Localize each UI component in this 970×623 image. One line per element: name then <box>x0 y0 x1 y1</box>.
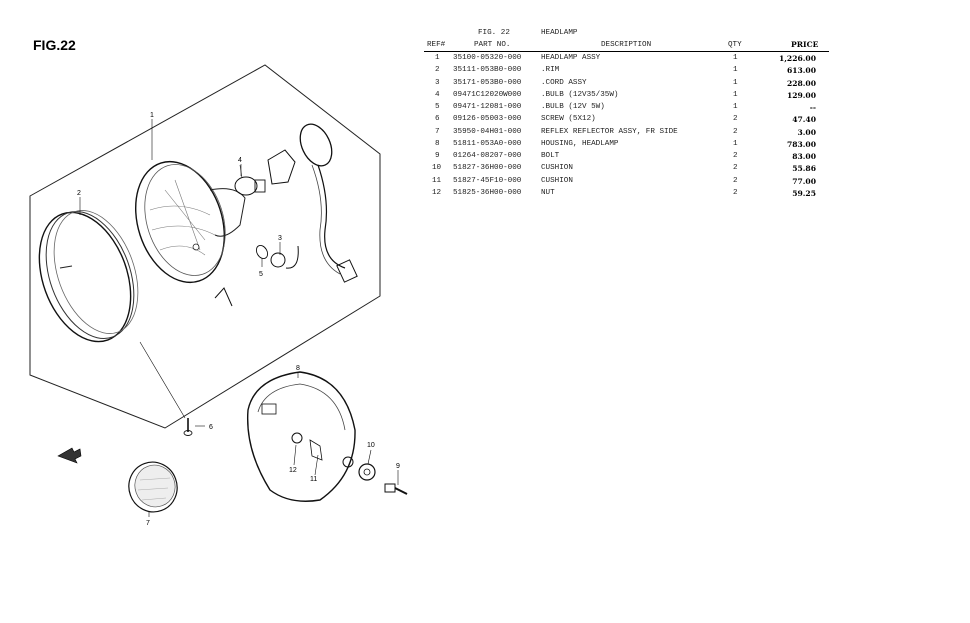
cell-qty: 1 <box>733 78 738 87</box>
cell-qty: 1 <box>733 90 738 99</box>
callout-9: 9 <box>396 463 400 470</box>
cell-part-no: 01264-08207-000 <box>453 152 522 160</box>
cell-part-no: 35111-053B0-000 <box>453 66 522 75</box>
cell-qty: 2 <box>733 188 738 197</box>
spring-clip <box>214 287 233 307</box>
callout-7: 7 <box>146 520 150 527</box>
cell-ref: 10 <box>432 164 442 173</box>
cell-price: 83.00 <box>792 152 816 161</box>
cell-qty: 1 <box>733 103 738 111</box>
housing-part <box>246 371 356 502</box>
cell-part-no: 51811-053A0-000 <box>453 139 522 148</box>
cell-ref: 9 <box>435 152 440 160</box>
reflex-reflector-part <box>128 461 178 513</box>
table-fig-name: HEADLAMP <box>541 29 578 37</box>
assembly-outline <box>29 64 381 429</box>
headlamp-lens-unit <box>134 160 246 284</box>
cell-ref: 4 <box>435 90 440 99</box>
cell-ref: 2 <box>435 66 440 75</box>
rim-part <box>38 210 139 343</box>
cell-ref: 3 <box>435 78 440 87</box>
cell-price: 613.00 <box>786 66 816 76</box>
callout-1: 1 <box>150 112 154 119</box>
small-bulb-part <box>255 244 269 260</box>
cord-assy-part <box>267 123 358 283</box>
col-header-part-no: PART NO. <box>474 41 511 49</box>
cell-description: .BULB (12V 5W) <box>541 103 605 111</box>
col-header-description: DESCRIPTION <box>601 41 652 49</box>
cell-ref: 6 <box>435 115 440 124</box>
callout-6: 6 <box>209 424 213 431</box>
cell-price: -- <box>809 103 816 112</box>
cell-ref: 7 <box>435 127 440 136</box>
callout-4: 4 <box>238 157 242 164</box>
cell-ref: 8 <box>435 139 440 148</box>
col-header-qty: QTY <box>728 41 742 49</box>
cell-price: 783.00 <box>786 139 816 149</box>
figure-title: FIG.22 <box>33 37 76 53</box>
cell-description: HEADLAMP ASSY <box>541 54 601 62</box>
cell-description: .RIM <box>541 66 560 75</box>
cushion-part <box>358 463 376 481</box>
cell-part-no: 51825-36H00-000 <box>453 188 522 197</box>
bulb-part <box>234 164 266 196</box>
cell-qty: 1 <box>733 66 738 75</box>
cell-description: CUSHION <box>541 164 573 173</box>
cell-price: 228.00 <box>786 78 816 88</box>
cell-part-no: 51827-36H00-000 <box>453 164 522 173</box>
screw-part <box>183 418 193 436</box>
cell-ref: 12 <box>432 188 442 197</box>
cell-price: 3.00 <box>797 127 817 137</box>
cell-qty: 1 <box>733 54 738 62</box>
cell-ref: 1 <box>435 54 440 62</box>
cell-qty: 2 <box>733 152 738 160</box>
callout-11: 11 <box>310 476 317 483</box>
callout-12: 12 <box>289 467 297 474</box>
cell-price: 77.00 <box>792 176 816 186</box>
cell-part-no: 35171-053B0-000 <box>453 78 522 87</box>
callout-8: 8 <box>296 365 300 372</box>
cell-price: 129.00 <box>786 90 816 100</box>
col-header-ref: REF# <box>427 41 446 49</box>
cell-ref: 11 <box>432 176 442 185</box>
callout-3: 3 <box>278 235 282 242</box>
cell-description: NUT <box>541 188 555 197</box>
cell-description: SCREW (5X12) <box>541 115 596 124</box>
callout-5: 5 <box>259 271 263 278</box>
cell-qty: 2 <box>733 127 738 136</box>
cell-part-no: 35950-04H01-000 <box>453 127 522 136</box>
cell-description: HOUSING, HEADLAMP <box>541 139 619 148</box>
cell-ref: 5 <box>435 103 440 111</box>
bolt-part <box>384 483 408 495</box>
cell-price: 55.86 <box>792 164 816 174</box>
header-divider <box>424 51 829 52</box>
callout-2: 2 <box>77 190 81 197</box>
col-header-price: PRICE <box>791 40 819 49</box>
cell-description: .CORD ASSY <box>541 78 587 87</box>
cell-part-no: 51827-45F10-000 <box>453 176 522 185</box>
leader-lines <box>79 119 399 517</box>
cell-part-no: 09126-05003-000 <box>453 115 522 124</box>
cell-description: .BULB (12V35/35W) <box>541 90 619 99</box>
callout-10: 10 <box>367 442 375 449</box>
cell-part-no: 09471C12020W000 <box>453 90 522 99</box>
cell-price: 1,226.00 <box>779 54 816 63</box>
table-fig-label: FIG. 22 <box>478 29 510 37</box>
cell-description: BOLT <box>541 152 560 160</box>
cell-description: CUSHION <box>541 176 573 185</box>
front-arrow-icon <box>57 447 82 464</box>
cell-qty: 1 <box>733 139 738 148</box>
cell-part-no: 35100-05320-000 <box>453 54 522 62</box>
cell-qty: 2 <box>733 176 738 185</box>
cell-price: 59.25 <box>792 188 816 198</box>
cell-description: REFLEX REFLECTOR ASSY, FR SIDE <box>541 127 678 136</box>
cell-price: 47.40 <box>792 115 816 125</box>
cell-qty: 2 <box>733 164 738 173</box>
cell-qty: 2 <box>733 115 738 124</box>
cell-part-no: 09471-12081-000 <box>453 103 522 111</box>
